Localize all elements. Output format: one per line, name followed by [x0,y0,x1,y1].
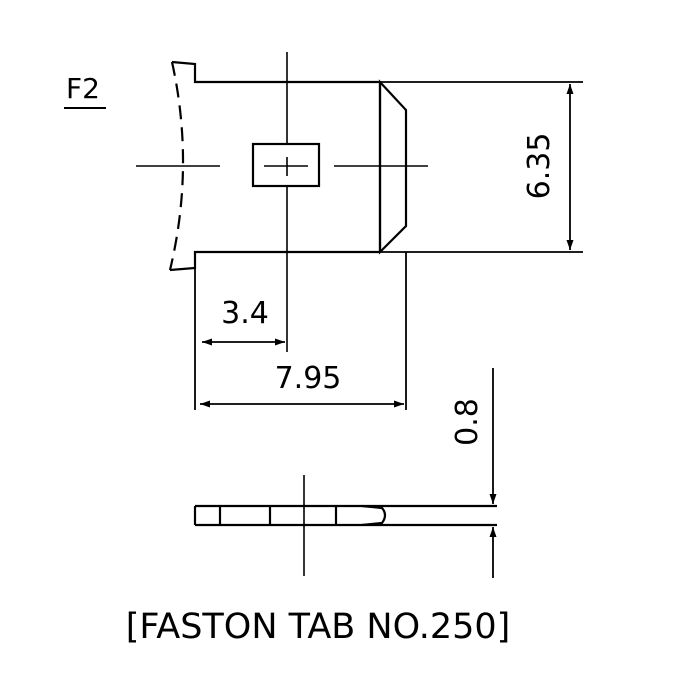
dimension-tab-length-value: 7.95 [275,361,342,396]
dimension-tab-length [200,252,407,410]
side-tip-bevel [361,504,387,527]
dimension-hole-offset-value: 3.4 [221,296,269,331]
centerlines [136,52,428,352]
tab-hole [251,142,321,188]
drawing-caption: [FASTON TAB NO.250] [126,607,511,647]
dimension-hole-offset [194,252,285,410]
dimension-height-value: 6.35 [522,133,557,200]
dimension-height [380,81,583,253]
drawing-label: F2 [66,72,100,105]
break-line [168,61,185,271]
tab-side-view [193,475,497,576]
tab-tip-bevel [378,79,408,255]
dimension-thickness-value: 0.8 [450,398,485,446]
